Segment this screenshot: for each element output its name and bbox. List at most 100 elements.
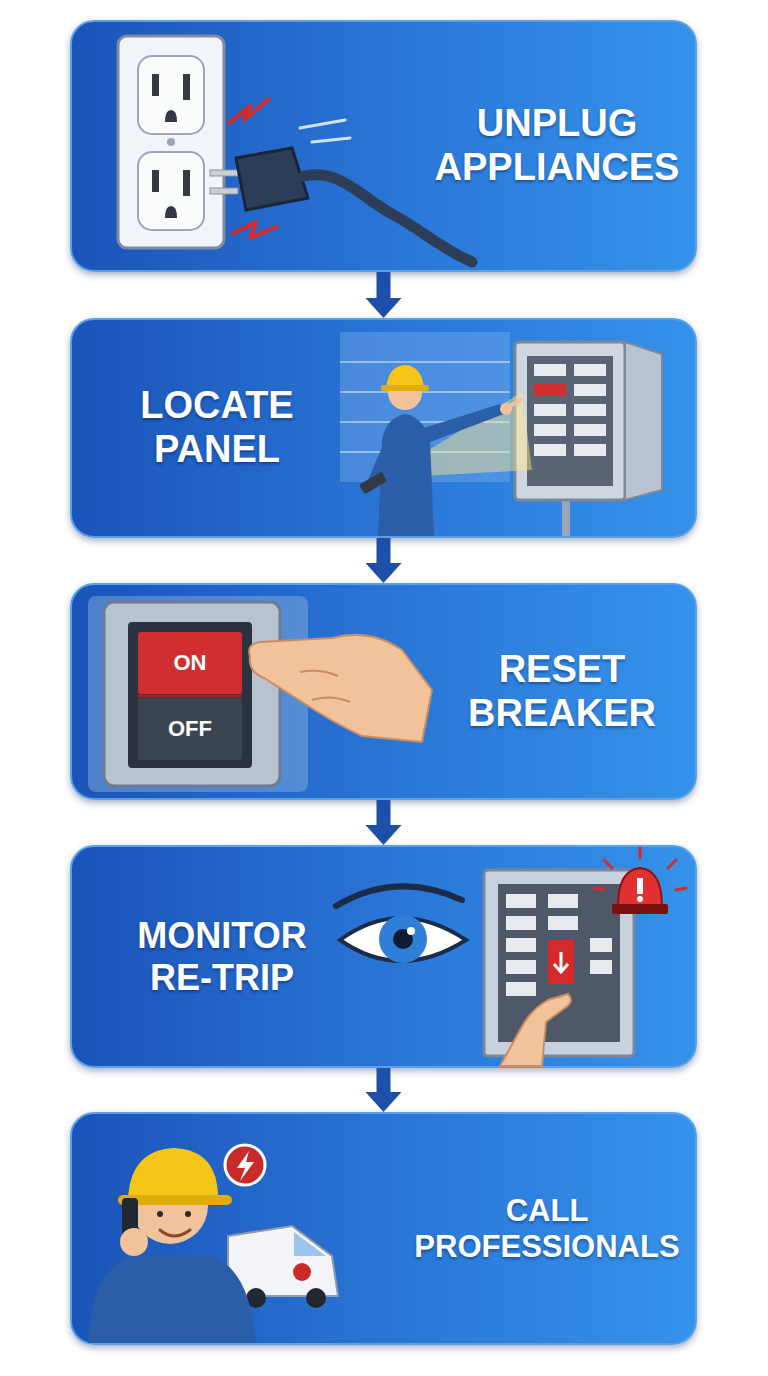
worker-figure-part <box>378 414 434 536</box>
worker-figure-part <box>368 438 396 486</box>
switch-marking: OFF <box>168 716 212 741</box>
breaker-switch-part <box>138 698 242 760</box>
worker-figure-part <box>510 400 520 406</box>
electrical-panel-part <box>515 342 625 500</box>
tripped-panel-part <box>548 940 574 984</box>
step-panel: RESET BREAKER <box>70 583 697 800</box>
tripped-panel-part <box>506 938 536 952</box>
service-van <box>228 1226 338 1308</box>
flow-arrow <box>366 1068 402 1112</box>
tripped-panel-part <box>554 952 568 972</box>
outlet-illustration-part <box>152 74 159 96</box>
worker-figure-part <box>386 365 424 389</box>
breaker-switch-part <box>128 622 252 768</box>
breaker-switch-part <box>138 695 242 698</box>
electrician-figure-part <box>132 1168 208 1244</box>
alarm-light <box>594 848 686 914</box>
breaker-switch-part <box>138 632 242 694</box>
worker-figure-part <box>388 376 422 410</box>
service-van-part <box>293 1263 311 1281</box>
electrical-panel-part <box>574 444 606 456</box>
tripped-panel-part <box>498 884 620 1042</box>
plug-illustration-part <box>232 222 278 238</box>
electrician-figure-part <box>120 1228 148 1256</box>
alarm-light-part <box>612 904 668 914</box>
step-panel: MONITOR RE-TRIP <box>70 845 697 1068</box>
electrical-panel-part <box>625 342 662 500</box>
alarm-light-part <box>639 848 642 858</box>
flow-arrow <box>366 272 402 318</box>
arrow-shaft <box>377 538 391 563</box>
garage-background-part <box>340 391 510 393</box>
pointing-hand-part <box>500 994 571 1066</box>
outlet-illustration-part <box>183 170 190 196</box>
eye-figure <box>336 886 466 963</box>
worker-figure-part <box>359 472 387 495</box>
lightning-badge-part <box>225 1145 265 1185</box>
tripped-panel-part <box>484 870 634 1056</box>
alarm-light-part <box>594 888 604 890</box>
electrician-figure-part <box>122 1198 138 1240</box>
breaker-switch <box>88 596 308 792</box>
text-column: MONITOR RE-TRIP <box>107 915 337 998</box>
arrow-head <box>366 825 402 845</box>
electrician-figure-part <box>185 1211 191 1217</box>
outlet-illustration-part <box>183 74 190 100</box>
worker-figure-part <box>500 403 512 415</box>
worker-figure <box>359 365 532 536</box>
arrow-shaft <box>377 272 391 298</box>
eye-figure-part <box>393 929 413 949</box>
outlet-illustration-part <box>167 138 175 146</box>
electrical-panel-part <box>574 404 606 416</box>
electrician-figure-part <box>88 1256 256 1343</box>
flow-arrow <box>366 538 402 583</box>
step-panel: UNPLUG APPLIANCES <box>70 20 697 272</box>
service-van-part <box>294 1232 326 1256</box>
switch-marking: ON <box>174 650 207 676</box>
tripped-panel-part <box>506 916 536 930</box>
plug-illustration-part <box>300 120 345 128</box>
tripped-panel <box>484 870 634 1056</box>
garage-background-part <box>340 332 510 482</box>
step-label: LOCATE PANEL <box>102 384 332 471</box>
arrow-head <box>366 1092 402 1112</box>
alarm-light-part <box>676 888 686 890</box>
plug-illustration <box>210 98 472 262</box>
electrical-panel-part <box>534 384 566 396</box>
electrical-panel <box>515 342 662 536</box>
alarm-light-part <box>637 878 643 894</box>
text-column: UNPLUG APPLIANCES <box>432 102 682 189</box>
worker-figure-part <box>381 385 429 391</box>
plug-illustration-part <box>304 175 472 262</box>
plug-illustration-part <box>228 98 270 124</box>
worker-figure-part <box>384 392 532 478</box>
service-van-part <box>246 1288 266 1308</box>
alarm-light-part <box>618 868 662 906</box>
worker-figure-part <box>424 404 504 442</box>
outlet-illustration-part <box>165 206 177 218</box>
tripped-panel-part <box>548 916 578 930</box>
hand-figure-part <box>300 671 338 676</box>
electrician-figure-part <box>157 1211 163 1217</box>
electrical-panel-part <box>534 364 566 376</box>
lightning-badge-part <box>237 1151 254 1181</box>
arrow-shaft <box>377 800 391 825</box>
hand-figure <box>249 635 432 742</box>
electrician-figure-part <box>118 1195 232 1205</box>
outlet-illustration-part <box>138 152 204 230</box>
garage-background-part <box>340 421 510 423</box>
step-label: CALL PROFESSIONALS <box>402 1193 692 1264</box>
flow-arrow <box>366 800 402 845</box>
outlet-illustration <box>118 36 224 248</box>
electrical-panel-part <box>534 444 566 456</box>
eye-figure-part <box>379 915 427 963</box>
eye-figure-part <box>336 886 462 906</box>
plug-illustration-part <box>210 170 238 176</box>
alarm-light-part <box>637 896 643 902</box>
switch-marking: ON <box>174 650 207 675</box>
pointing-hand <box>500 994 571 1066</box>
service-van-part <box>306 1288 326 1308</box>
switch-marking: OFF <box>168 716 212 742</box>
arrow-shaft <box>377 1068 391 1092</box>
